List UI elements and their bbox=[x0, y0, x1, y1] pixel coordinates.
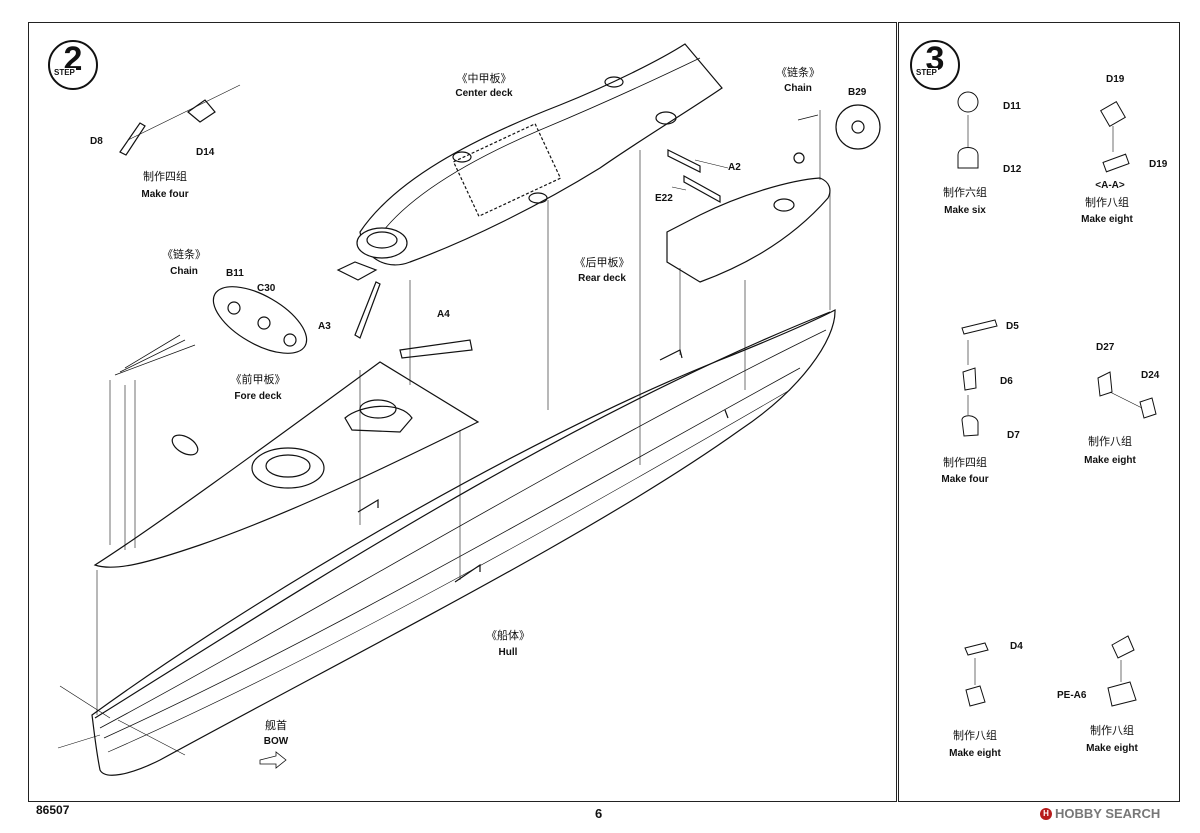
step3-group6-en: Make eight bbox=[1086, 743, 1138, 754]
make-four-cn: 制作四组 bbox=[143, 170, 187, 183]
step3-group1-en: Make six bbox=[944, 205, 986, 216]
page-number: 6 bbox=[595, 806, 603, 821]
a2-part bbox=[667, 149, 701, 173]
step3-group2-en: Make eight bbox=[1081, 214, 1133, 225]
fore-deck-cn: 《前甲板》 bbox=[230, 373, 286, 386]
d8-part bbox=[119, 122, 146, 156]
step3-part-d19-top: D19 bbox=[1106, 74, 1125, 85]
step3-badge-text: STEP bbox=[915, 68, 938, 77]
step3-group4-en: Make eight bbox=[1084, 455, 1136, 466]
hull-outline bbox=[91, 309, 836, 776]
watermark-text: HOBBY SEARCH bbox=[1055, 806, 1161, 821]
chain-left bbox=[114, 334, 196, 376]
part-b11: B11 bbox=[226, 268, 244, 279]
center-deck-dash bbox=[452, 122, 562, 218]
step3-group6-cn: 制作八组 bbox=[1090, 724, 1134, 737]
step3-part-d27: D27 bbox=[1096, 342, 1115, 353]
step3-group3-cn: 制作四组 bbox=[943, 456, 987, 469]
chain-top bbox=[797, 114, 819, 121]
a3-part bbox=[354, 281, 381, 339]
hull-en: Hull bbox=[498, 647, 518, 658]
step3-part-d7: D7 bbox=[1007, 430, 1020, 441]
part-d8: D8 bbox=[90, 136, 103, 147]
watermark-logo-icon: H bbox=[1040, 807, 1052, 820]
hull-step-1 bbox=[357, 498, 379, 513]
center-deck-en: Center deck bbox=[455, 88, 513, 99]
hull-step-4 bbox=[724, 409, 729, 419]
make-four-en: Make four bbox=[141, 189, 189, 200]
part-c30: C30 bbox=[257, 283, 276, 294]
a4-part bbox=[399, 339, 473, 359]
e22-part bbox=[683, 174, 721, 204]
hull-step-3 bbox=[659, 349, 683, 361]
bow-en: BOW bbox=[263, 736, 289, 747]
step3-part-d6: D6 bbox=[1000, 376, 1013, 387]
step3-badge: 3 STEP bbox=[910, 40, 960, 90]
chain-top-en: Chain bbox=[784, 83, 812, 94]
fore-deck-turret bbox=[251, 447, 325, 489]
step3-group5-cn: 制作八组 bbox=[953, 729, 997, 742]
step2-badge-text: STEP bbox=[53, 68, 76, 77]
fore-deck-en: Fore deck bbox=[234, 391, 282, 402]
hull-lower bbox=[107, 389, 791, 753]
center-deck-outline bbox=[359, 43, 723, 266]
part-a4: A4 bbox=[437, 309, 450, 320]
step2-frame bbox=[28, 22, 897, 802]
rear-deck-en: Rear deck bbox=[578, 273, 626, 284]
watermark: H HOBBY SEARCH bbox=[1040, 806, 1160, 821]
rear-deck-outline bbox=[666, 177, 831, 283]
hull-step-2 bbox=[454, 563, 481, 583]
step2-badge: 2 STEP bbox=[48, 40, 98, 90]
step3-group2-cn: 制作八组 bbox=[1085, 196, 1129, 209]
b11-c30-callout bbox=[212, 286, 308, 354]
chain-top-cn: 《链条》 bbox=[776, 66, 820, 79]
step3-group3-en: Make four bbox=[941, 474, 989, 485]
step3-part-d24: D24 bbox=[1141, 370, 1160, 381]
part-d14: D14 bbox=[196, 147, 215, 158]
kit-number: 86507 bbox=[36, 803, 70, 817]
rear-deck-cn: 《后甲板》 bbox=[574, 256, 630, 269]
d14-part bbox=[187, 99, 216, 123]
hull-deck-edge bbox=[94, 311, 831, 719]
center-deck-inner bbox=[379, 57, 701, 236]
part-a2: A2 bbox=[728, 162, 741, 173]
step3-part-d5: D5 bbox=[1006, 321, 1019, 332]
bow-cn: 舰首 bbox=[265, 719, 287, 732]
step3-part-d12: D12 bbox=[1003, 164, 1022, 175]
step3-section-aa: <A-A> bbox=[1095, 180, 1125, 191]
hull-rail bbox=[99, 329, 827, 729]
step3-part-d19-bottom: D19 bbox=[1149, 159, 1168, 170]
b29-callout bbox=[835, 104, 881, 150]
part-b29: B29 bbox=[848, 87, 867, 98]
chain-left-cn: 《链条》 bbox=[162, 248, 206, 261]
part-a3: A3 bbox=[318, 321, 331, 332]
hull-cn: 《船体》 bbox=[486, 629, 530, 642]
hull-waterline bbox=[103, 367, 801, 739]
step3-drawings bbox=[957, 91, 1157, 707]
step3-group1-cn: 制作六组 bbox=[943, 186, 987, 199]
center-deck-cn: 《中甲板》 bbox=[456, 72, 512, 85]
step3-part-pe-a6: PE-A6 bbox=[1057, 690, 1087, 701]
step3-part-d11: D11 bbox=[1003, 101, 1021, 112]
step3-frame bbox=[898, 22, 1180, 802]
chain-left-en: Chain bbox=[170, 266, 198, 277]
bow-arrow bbox=[259, 751, 287, 769]
part-e22: E22 bbox=[655, 193, 673, 204]
step3-group4-cn: 制作八组 bbox=[1088, 435, 1132, 448]
step3-part-d4: D4 bbox=[1010, 641, 1023, 652]
step3-group5-en: Make eight bbox=[949, 748, 1001, 759]
